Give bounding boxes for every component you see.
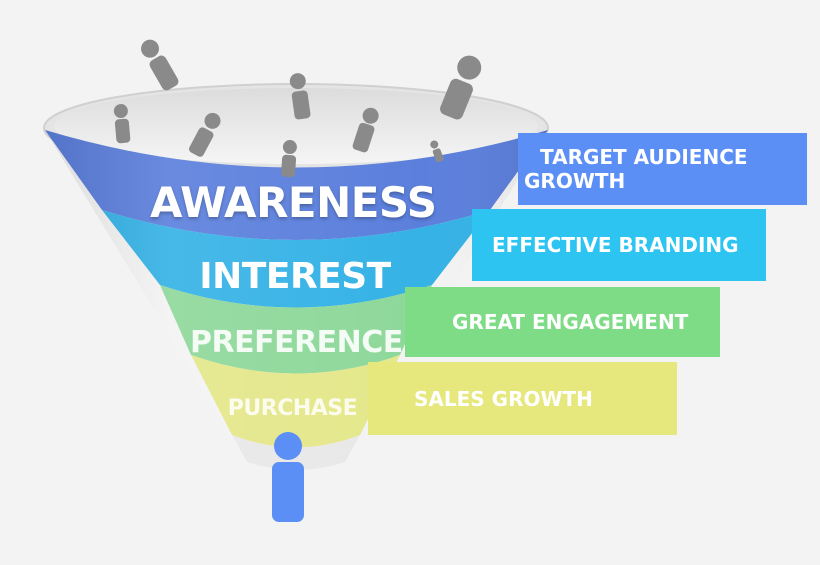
banner-1-background bbox=[518, 133, 807, 205]
banner-sales-growth: SALES GROWTH bbox=[368, 362, 677, 435]
person-icon bbox=[189, 112, 221, 157]
person-icon bbox=[289, 73, 311, 120]
banner-great-engagement: GREAT ENGAGEMENT bbox=[405, 287, 720, 357]
person-icon bbox=[141, 39, 179, 91]
banner-target-audience-growth: TARGET AUDIENCE GROWTH bbox=[518, 133, 807, 205]
stage-label-awareness: AWARENESS bbox=[150, 178, 437, 227]
person-icon bbox=[440, 55, 482, 120]
customer-icon bbox=[272, 432, 304, 522]
person-icon bbox=[281, 140, 297, 178]
banner-1-line2: GROWTH bbox=[524, 169, 626, 193]
stage-label-purchase: PURCHASE bbox=[227, 396, 358, 421]
person-icon bbox=[430, 140, 444, 163]
banner-2-background bbox=[472, 209, 766, 281]
banner-4-background bbox=[368, 362, 677, 435]
stage-label-preference: PREFERENCE bbox=[190, 325, 403, 360]
banner-3-background bbox=[405, 287, 720, 357]
banner-1-line1: TARGET AUDIENCE bbox=[540, 145, 748, 169]
person-icon bbox=[113, 104, 131, 144]
banner-1-text: TARGET AUDIENCE GROWTH bbox=[524, 145, 748, 193]
person-icon bbox=[352, 107, 379, 153]
banner-3-text: GREAT ENGAGEMENT bbox=[452, 310, 689, 334]
banner-effective-branding: EFFECTIVE BRANDING bbox=[472, 209, 766, 281]
stage-label-interest: INTEREST bbox=[199, 256, 391, 297]
funnel-rim bbox=[43, 83, 549, 173]
banner-2-text: EFFECTIVE BRANDING bbox=[492, 233, 739, 257]
banner-4-text: SALES GROWTH bbox=[414, 386, 593, 411]
